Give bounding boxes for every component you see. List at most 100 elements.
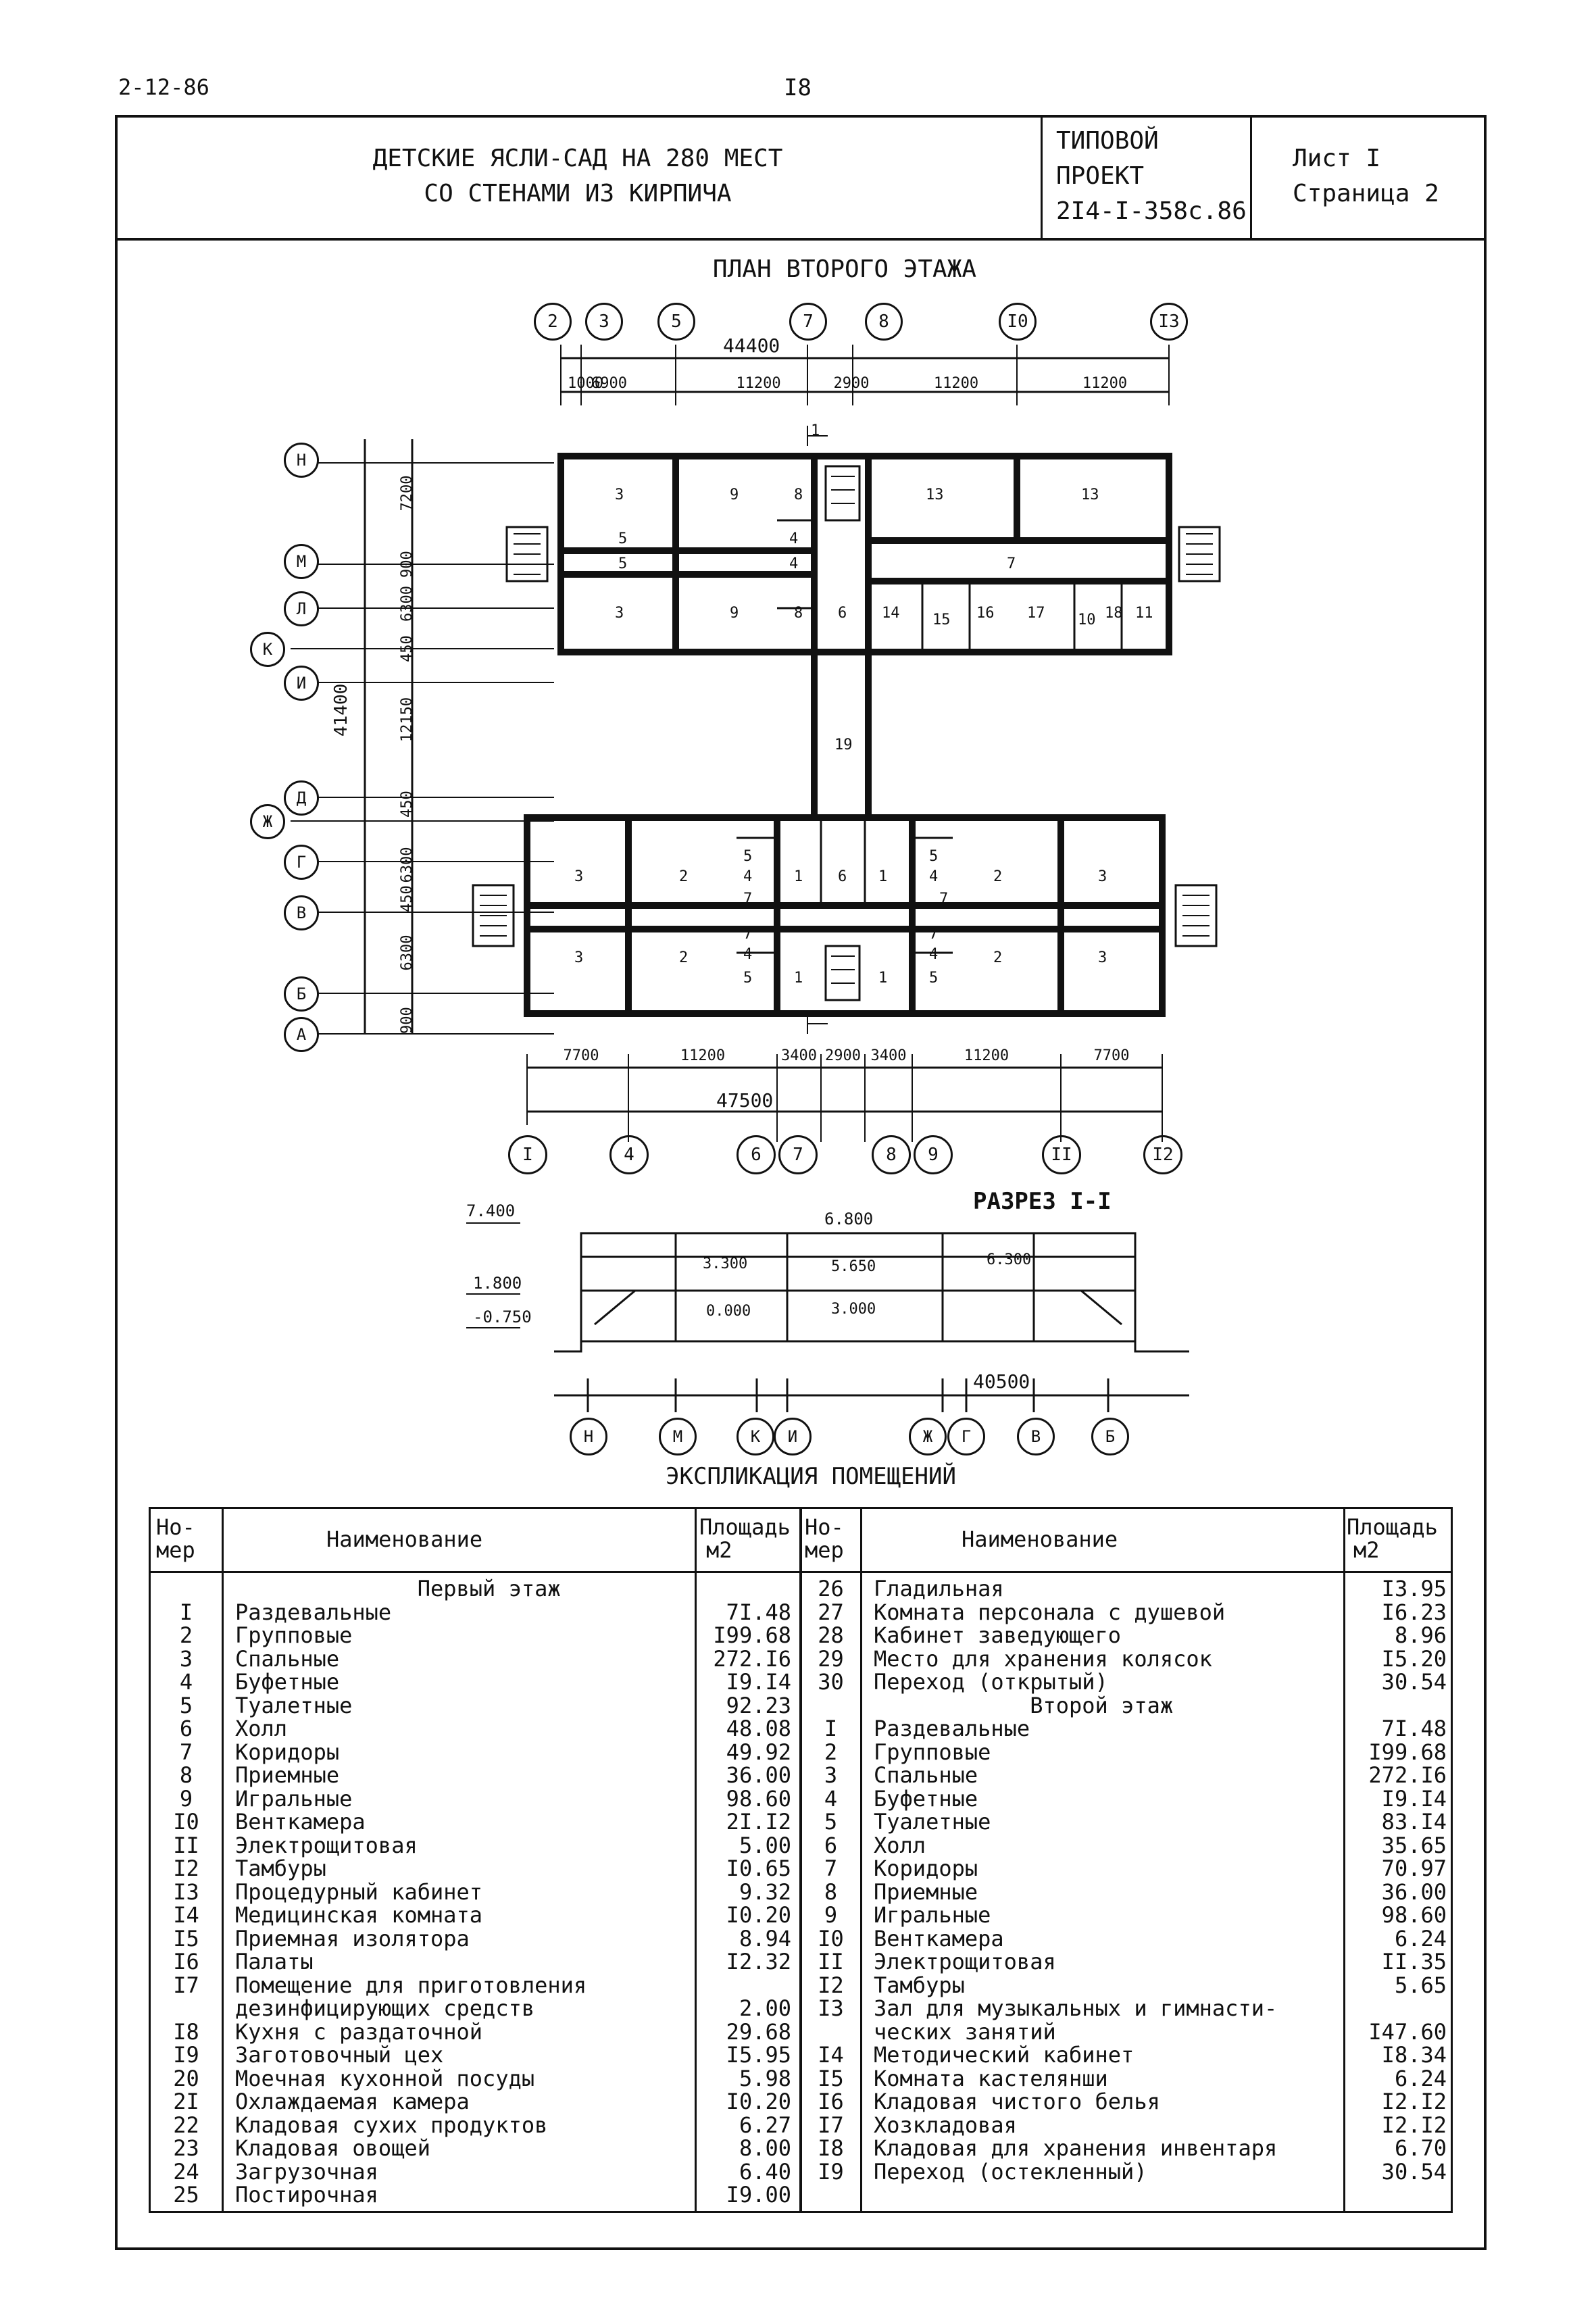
plan-dim-bottom-1: 7700: [563, 1047, 599, 1064]
room-label: 3: [615, 605, 624, 622]
room-number: 2I: [173, 2089, 199, 2114]
room-label: 4: [929, 868, 939, 885]
explication-title: ЭКСПЛИКАЦИЯ ПОМЕЩЕНИЙ: [666, 1463, 956, 1490]
plan-dim-bottom-3: 3400: [781, 1047, 817, 1064]
col-header-area-line2: м2: [1353, 1537, 1380, 1563]
room-number: I8: [818, 2135, 844, 2161]
axis-bubble-bottom-8: I2: [1143, 1135, 1182, 1174]
room-area: I9.I4: [726, 1669, 791, 1695]
room-number: [151, 1997, 222, 2020]
room-area: [697, 1578, 791, 1600]
room-number: 20: [173, 2065, 199, 2091]
page-number: I8: [784, 74, 812, 101]
room-label: 5: [618, 530, 628, 547]
room-name: Процедурный кабинет: [235, 1878, 483, 1905]
room-label: 7: [939, 891, 949, 907]
room-number: II: [818, 1949, 844, 1974]
section-axis-bubble-1: Н: [570, 1418, 607, 1455]
room-area: II.35: [1381, 1949, 1447, 1974]
room-number: 2: [179, 1622, 193, 1648]
room-label: 3: [574, 949, 584, 966]
section-level-8: -0.750: [473, 1308, 532, 1326]
room-area: [1345, 1695, 1447, 1717]
room-label: 14: [882, 605, 900, 622]
plan-dim-left-7: 6300: [399, 847, 416, 883]
axis-bubble-bottom-5: 8: [872, 1135, 911, 1174]
room-label: 1: [878, 970, 888, 987]
room-number: I3: [818, 1995, 844, 2021]
room-area: 6.24: [1394, 1925, 1447, 1951]
room-area: I99.68: [1368, 1739, 1447, 1765]
room-area: 6.24: [1394, 2065, 1447, 2091]
room-number: 8: [179, 1762, 193, 1788]
plan-dim-left-2: 900: [399, 551, 416, 578]
room-name: Кладовая для хранения инвентаря: [874, 2135, 1278, 2161]
room-area: 6.27: [739, 2112, 791, 2138]
room-name: Кладовая овощей: [235, 2135, 430, 2161]
col-header-name-left: Наименование: [326, 1526, 483, 1552]
room-number: 9: [824, 1902, 838, 1928]
col-header-num-line1: Но-: [805, 1514, 844, 1540]
room-label: 2: [679, 868, 689, 885]
room-name: Комната персонала с душевой: [874, 1599, 1226, 1625]
room-name: Приемные: [235, 1762, 340, 1788]
room-name: Игральные: [874, 1902, 991, 1928]
room-name: Спальные: [874, 1762, 978, 1788]
room-name: Коридоры: [874, 1856, 978, 1881]
col-header-num-left: Но- мер: [156, 1516, 195, 1562]
room-name: Групповые: [235, 1622, 353, 1648]
plan-dim-left-10: 900: [399, 1007, 416, 1034]
room-number: I5: [173, 1925, 199, 1951]
room-area: 30.54: [1381, 2158, 1447, 2185]
room-number: 3: [179, 1645, 193, 1672]
room-label: 11: [1135, 605, 1153, 622]
room-label: 4: [929, 946, 939, 963]
room-area: 5.65: [1394, 1972, 1447, 1998]
room-name: Хозкладовая: [874, 2112, 1017, 2138]
room-area: 48.08: [726, 1716, 791, 1741]
room-name: Холл: [235, 1716, 288, 1741]
room-name: Туалетные: [874, 1809, 991, 1835]
room-label: 7: [743, 926, 753, 943]
room-number: I5: [818, 2065, 844, 2091]
room-name: Буфетные: [235, 1669, 340, 1695]
room-number: I7: [173, 1972, 199, 1998]
room-number: 24: [173, 2158, 199, 2185]
room-label: 3: [615, 487, 624, 503]
project-code: 2I4-I-358с.86: [1056, 197, 1247, 225]
room-number: 5: [824, 1809, 838, 1835]
room-number: I7: [818, 2112, 844, 2138]
room-label: 9: [730, 487, 739, 503]
axis-bubble-top-5: 8: [865, 303, 903, 341]
room-number: 6: [179, 1716, 193, 1741]
axis-bubble-left-7: Ж: [250, 804, 285, 839]
room-number: I0: [818, 1925, 844, 1951]
axis-bubble-bottom-1: I: [508, 1135, 547, 1174]
plan-dim-bottom-7: 7700: [1093, 1047, 1130, 1064]
room-name: Переход (открытый): [874, 1669, 1108, 1695]
room-label: 8: [794, 487, 803, 503]
room-area: [697, 1974, 791, 1997]
room-name: Постирочная: [235, 2182, 378, 2208]
plan-dim-bottom-5: 3400: [870, 1047, 907, 1064]
room-number: I9: [818, 2158, 844, 2185]
room-area: I2.I2: [1381, 2089, 1447, 2114]
axis-bubble-top-6: I0: [999, 303, 1037, 341]
room-name: Буфетные: [874, 1785, 978, 1812]
room-name: Второй этаж: [874, 1692, 1174, 1718]
room-name: Приемные: [874, 1878, 978, 1905]
sheet-label: Лист I: [1293, 145, 1381, 172]
room-label: 4: [789, 530, 799, 547]
plan-dim-bottom-2: 11200: [680, 1047, 726, 1064]
room-area: 83.I4: [1381, 1809, 1447, 1835]
section-level-6: 3.000: [831, 1301, 876, 1318]
room-name: Приемная изолятора: [235, 1925, 470, 1951]
room-number: I2: [818, 1972, 844, 1998]
section-axis-bubble-7: В: [1017, 1418, 1055, 1455]
plan-dim-bottom-4: 2900: [825, 1047, 861, 1064]
axis-bubble-left-4: К: [250, 632, 285, 667]
room-number: 23: [173, 2135, 199, 2161]
room-number: I6: [818, 2089, 844, 2114]
room-number: 6: [824, 1832, 838, 1858]
room-name: Загрузочная: [235, 2158, 378, 2185]
